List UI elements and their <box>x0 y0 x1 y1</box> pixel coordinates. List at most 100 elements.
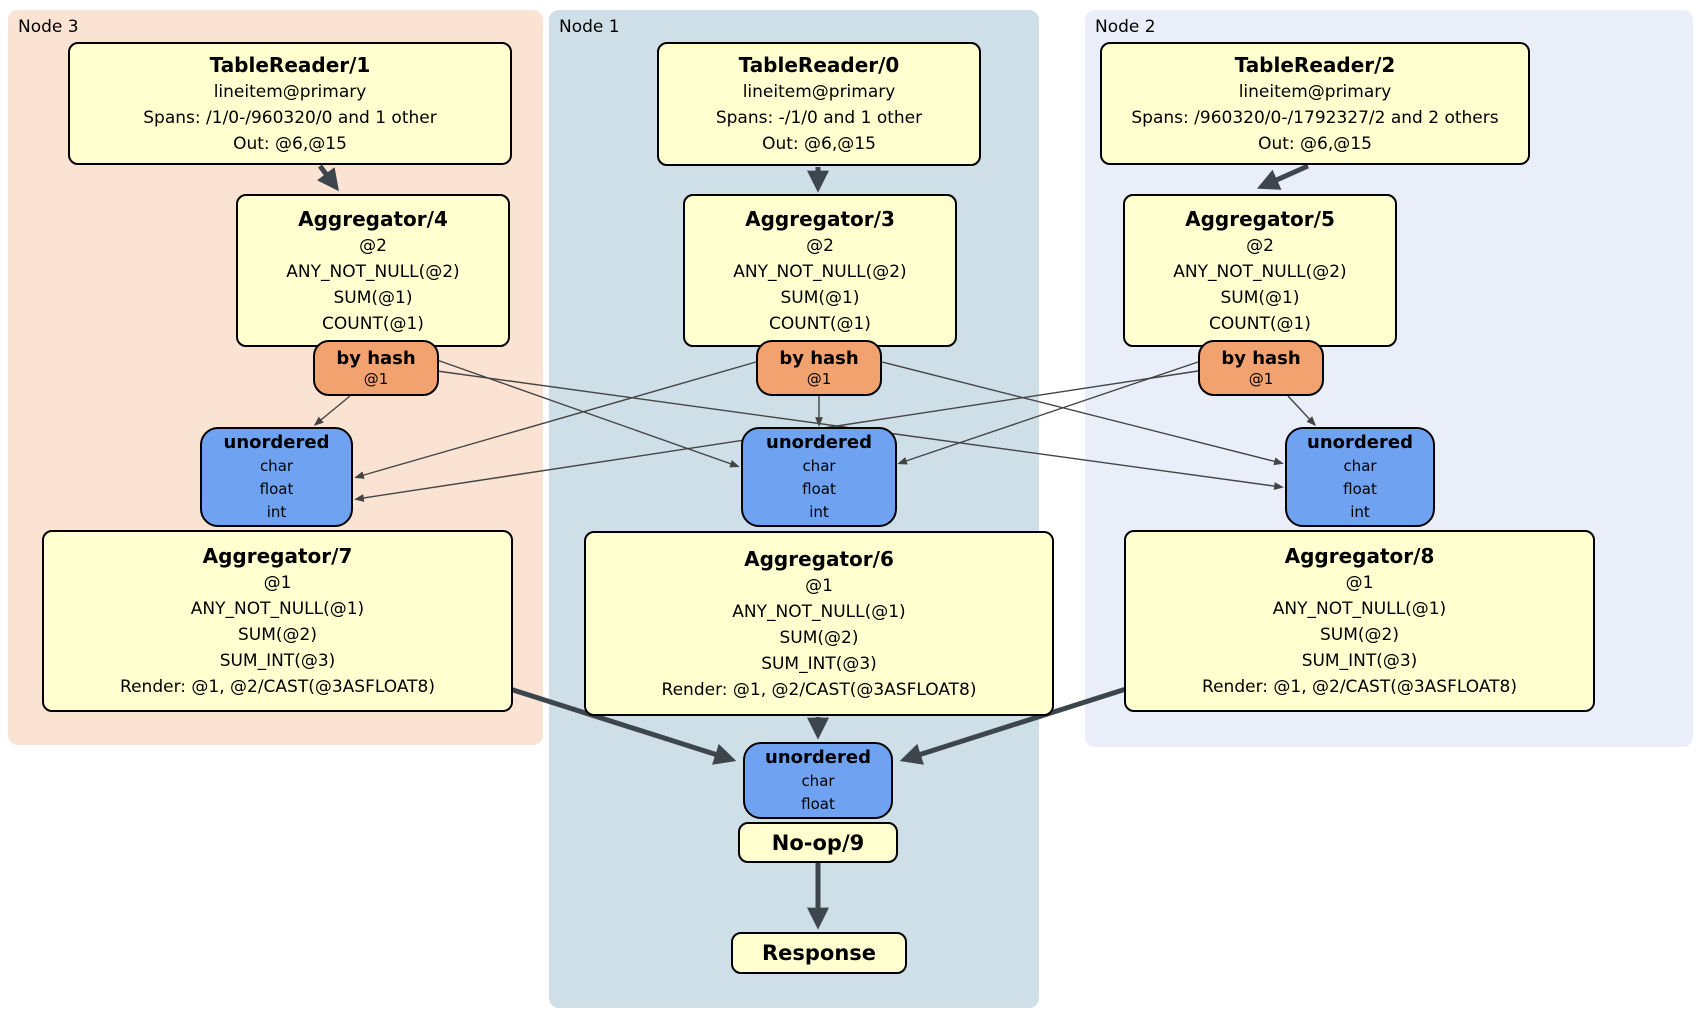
unordered-sync-node1: unordered char float int <box>741 427 897 527</box>
processor-title: Aggregator/6 <box>744 546 894 571</box>
processor-line: ANY_NOT_NULL(@2) <box>1173 261 1347 282</box>
unordered-sync-node2: unordered char float int <box>1285 427 1435 527</box>
edge-hash1-sync2 <box>881 361 1284 466</box>
processor-line: SUM_INT(@3) <box>761 653 877 674</box>
processor-line: SUM(@2) <box>779 627 859 648</box>
processor-line: Render: @1, @2/CAST(@3ASFLOAT8) <box>1202 677 1517 697</box>
processor-line: Spans: /1/0-/960320/0 and 1 other <box>143 107 437 128</box>
processor-line: Render: @1, @2/CAST(@3ASFLOAT8) <box>661 679 977 700</box>
edge-hash2-sync2 <box>1287 395 1317 427</box>
processor-line: @1 <box>805 575 833 596</box>
processor-title: Response <box>761 941 877 965</box>
sync-column: float <box>1343 480 1377 498</box>
sync-column: float <box>802 480 836 498</box>
aggregator-4-box: Aggregator/4 @2 ANY_NOT_NULL(@2) SUM(@1)… <box>236 194 510 347</box>
router-columns: @1 <box>806 369 832 388</box>
processor-line: ANY_NOT_NULL(@2) <box>733 261 907 282</box>
hash-router-node3: by hash @1 <box>313 340 439 396</box>
aggregator-8-box: Aggregator/8 @1 ANY_NOT_NULL(@1) SUM(@2)… <box>1124 530 1595 712</box>
unordered-sync-final: unordered char float <box>743 742 893 819</box>
processor-title: Aggregator/7 <box>202 544 353 568</box>
processor-line: COUNT(@1) <box>1209 313 1311 334</box>
router-columns: @1 <box>1248 369 1274 388</box>
aggregator-3-box: Aggregator/3 @2 ANY_NOT_NULL(@2) SUM(@1)… <box>683 194 957 347</box>
sync-column: int <box>809 503 829 521</box>
processor-line: Render: @1, @2/CAST(@3ASFLOAT8) <box>120 677 435 697</box>
sync-column: float <box>259 480 294 498</box>
sync-title: unordered <box>766 432 872 453</box>
edge-agg8-syncfinal <box>899 686 1127 765</box>
edge-hash2-sync1 <box>897 361 1199 465</box>
sync-column: int <box>1350 503 1370 521</box>
sync-column: char <box>1343 457 1377 475</box>
tablereader-1-box: TableReader/1 lineitem@primary Spans: /1… <box>68 42 512 165</box>
processor-title: No-op/9 <box>771 830 865 855</box>
response-box: Response <box>731 932 907 974</box>
sync-title: unordered <box>1307 432 1413 453</box>
processor-line: @2 <box>1246 235 1274 256</box>
processor-line: ANY_NOT_NULL(@1) <box>1272 599 1447 619</box>
edge-agg7-syncfinal <box>509 686 737 765</box>
noop-box: No-op/9 <box>738 822 898 863</box>
router-columns: @1 <box>363 369 389 388</box>
processor-line: Spans: -/1/0 and 1 other <box>715 108 923 128</box>
node1-label: Node 1 <box>559 17 620 37</box>
processor-title: TableReader/1 <box>209 52 371 77</box>
processor-line: COUNT(@1) <box>322 313 424 334</box>
sync-column: int <box>266 503 287 521</box>
processor-line: Out: @6,@15 <box>1258 133 1372 154</box>
processor-line: ANY_NOT_NULL(@1) <box>190 599 365 619</box>
processor-title: Aggregator/3 <box>745 206 895 231</box>
processor-line: lineitem@primary <box>1238 81 1392 102</box>
sync-title: unordered <box>765 747 871 768</box>
edge-hash3-sync1 <box>436 359 740 468</box>
processor-line: SUM(@1) <box>780 287 860 308</box>
processor-line: Out: @6,@15 <box>233 133 347 154</box>
processor-line: SUM_INT(@3) <box>1301 651 1418 671</box>
processor-line: Spans: /960320/0-/1792327/2 and 2 others <box>1131 107 1499 128</box>
hash-router-node2: by hash @1 <box>1198 340 1324 396</box>
aggregator-6-box: Aggregator/6 @1 ANY_NOT_NULL(@1) SUM(@2)… <box>584 531 1054 716</box>
processor-title: Aggregator/5 <box>1185 206 1335 231</box>
router-title: by hash <box>336 347 416 369</box>
node3-label: Node 3 <box>18 17 79 37</box>
sync-column: char <box>259 457 294 475</box>
sync-title: unordered <box>223 432 330 453</box>
sync-column: char <box>802 457 836 475</box>
aggregator-7-box: Aggregator/7 @1 ANY_NOT_NULL(@1) SUM(@2)… <box>42 530 513 712</box>
sync-column: float <box>801 795 835 813</box>
processor-title: TableReader/2 <box>1234 52 1396 77</box>
sync-column: char <box>801 772 835 790</box>
unordered-sync-node3: unordered char float int <box>200 427 353 527</box>
processor-title: Aggregator/4 <box>298 206 448 231</box>
processor-line: lineitem@primary <box>742 82 896 102</box>
processor-title: TableReader/0 <box>738 53 900 77</box>
processor-line: @1 <box>1345 573 1374 593</box>
router-title: by hash <box>1221 347 1301 369</box>
processor-line: COUNT(@1) <box>769 313 871 334</box>
edge-hash1-sync3 <box>354 361 757 479</box>
processor-title: Aggregator/8 <box>1284 544 1435 568</box>
edge-tr2-agg5 <box>1256 163 1310 190</box>
aggregator-5-box: Aggregator/5 @2 ANY_NOT_NULL(@2) SUM(@1)… <box>1123 194 1397 347</box>
processor-line: @1 <box>263 573 292 593</box>
processor-line: SUM(@2) <box>238 625 317 645</box>
hash-router-node1: by hash @1 <box>756 340 882 396</box>
node2-label: Node 2 <box>1095 17 1156 37</box>
processor-line: ANY_NOT_NULL(@1) <box>732 601 906 622</box>
processor-line: ANY_NOT_NULL(@2) <box>286 261 460 282</box>
router-title: by hash <box>779 347 859 369</box>
processor-line: SUM(@2) <box>1320 625 1399 645</box>
processor-line: @2 <box>359 235 387 256</box>
edge-tr1-agg4 <box>316 164 339 192</box>
processor-line: SUM(@1) <box>1220 287 1300 308</box>
tablereader-2-box: TableReader/2 lineitem@primary Spans: /9… <box>1100 42 1530 165</box>
processor-line: SUM_INT(@3) <box>219 651 336 671</box>
flow-edges <box>316 163 1310 930</box>
processor-line: Out: @6,@15 <box>762 134 876 154</box>
processor-line: SUM(@1) <box>333 287 413 308</box>
processor-line: lineitem@primary <box>213 81 367 102</box>
tablereader-0-box: TableReader/0 lineitem@primary Spans: -/… <box>657 42 981 166</box>
edge-hash3-sync3 <box>313 395 351 426</box>
